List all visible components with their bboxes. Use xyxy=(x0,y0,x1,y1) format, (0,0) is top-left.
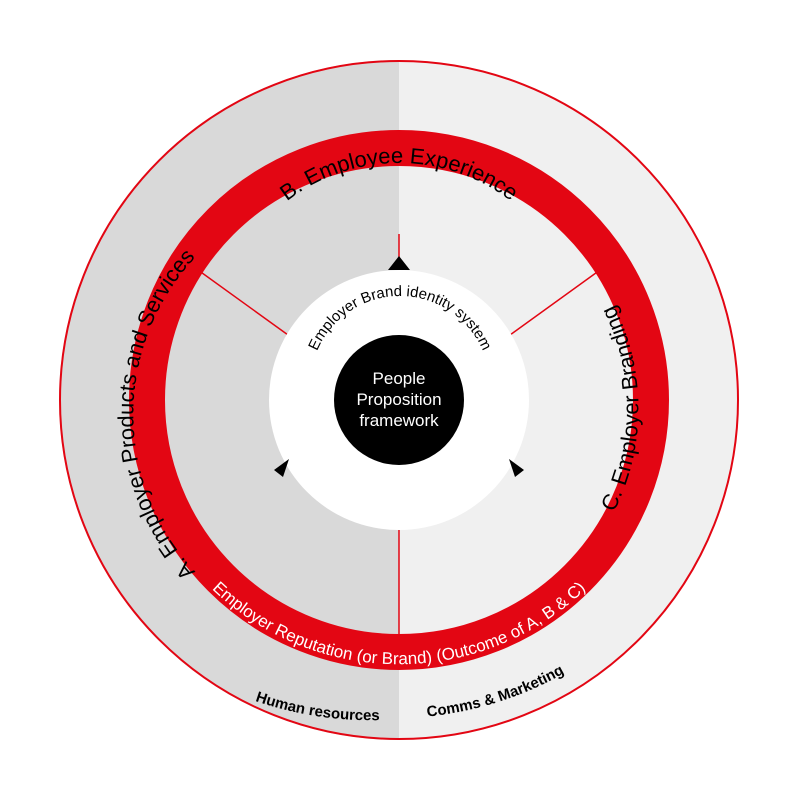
reputation-ring xyxy=(129,130,669,670)
center-line-2: Proposition xyxy=(356,390,441,409)
center-line-3: framework xyxy=(359,411,439,430)
center-circle xyxy=(334,335,464,465)
triangle-right-icon xyxy=(509,459,524,477)
divider-right xyxy=(502,269,601,341)
outer-border xyxy=(59,60,739,740)
divider-left xyxy=(197,269,296,341)
triangle-left-icon xyxy=(274,459,289,477)
triangle-top-icon xyxy=(388,256,410,270)
center-line-1: People xyxy=(373,369,426,388)
